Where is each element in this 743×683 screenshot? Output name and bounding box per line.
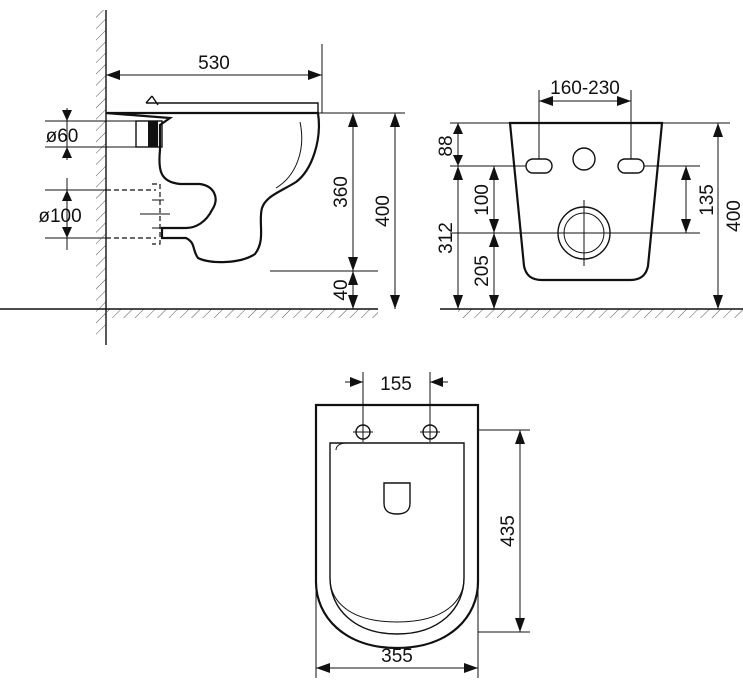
dim-135-arrow-top [681,166,691,180]
top-view: 155 435 355 [314,372,530,678]
dim-400-arrow-top [390,113,400,127]
bowl-opening [383,482,411,515]
toilet-rear-outline [508,121,664,282]
dim-100r-arrow-bottom [489,219,499,233]
dim-88-arrow-top [453,123,463,134]
floor-hatch-right [458,309,743,318]
seat-outer [329,442,465,635]
dim-160-label: 160-230 [550,78,620,99]
toilet-top-outline [314,403,480,650]
toilet-side-profile [105,111,320,264]
dim-360-arrow-bottom [348,257,358,271]
bolt-slot-left [525,158,553,174]
bolt-slot-right [617,158,645,174]
side-view: 530 ø60 ø100 360 40 400 [0,10,405,345]
dim-360-label: 360 [331,176,352,208]
dim-40-arrow-bottom [348,295,358,309]
dim-312-label: 312 [436,222,457,254]
dim-312-arrow-bottom [453,295,463,309]
dim-155-label: 155 [380,374,412,395]
dim-530-arrow-right [308,70,322,80]
dim-205-arrow-top [489,233,499,247]
dim-100-arrow-bottom [62,227,72,238]
dim-155-arrow-right [430,377,443,387]
dim-360-arrow-top [348,113,358,127]
dim-100r-label: 100 [472,184,493,216]
dim-60-arrow-top [62,110,72,121]
dim-88-arrow-bottom [453,155,463,166]
dim-100-arrow-top [62,190,72,201]
dim-435-label: 435 [498,515,519,547]
inlet-block-dark [148,121,158,147]
inner-rim [275,121,303,189]
dim-100-label: ø100 [38,206,81,227]
dim-135-label: 135 [697,184,718,216]
dim-400r-label: 400 [724,200,743,232]
dim-88-label: 88 [436,135,457,156]
dim-155-arrow-left [350,377,363,387]
dim-400r-arrow-top [713,123,723,137]
dim-530-label: 530 [198,53,230,74]
dim-400-arrow-bottom [390,295,400,309]
outlet-pipe-end [152,183,161,245]
floor-hatch-left [106,309,378,318]
dim-60-label: ø60 [46,126,79,147]
dim-60-arrow-bottom [62,147,72,158]
dim-160-arrow-right [617,96,631,106]
inlet-hole [572,147,596,171]
dim-205-label: 205 [472,255,493,287]
dim-400-label: 400 [373,195,394,227]
dim-160-arrow-left [539,96,553,106]
seat-inner [329,442,465,623]
dim-530-arrow-left [106,70,120,80]
dim-355-arrow-right [464,663,478,673]
dim-355-arrow-left [316,663,330,673]
dim-40-arrow-top [348,271,358,285]
dim-435-arrow-bottom [515,618,525,632]
dim-135-arrow-bottom [681,219,691,233]
dim-205-arrow-bottom [489,295,499,309]
dim-100r-arrow-top [489,166,499,180]
dim-40-label: 40 [331,279,352,300]
dim-435-arrow-top [515,430,525,444]
dim-400r-arrow-bottom [713,295,723,309]
dim-355-label: 355 [381,646,413,667]
dim-312-arrow-top [453,166,463,180]
rear-view: 160-230 88 312 100 205 135 [436,78,743,318]
wall-hatch [96,10,106,335]
seat-lid [145,95,319,113]
